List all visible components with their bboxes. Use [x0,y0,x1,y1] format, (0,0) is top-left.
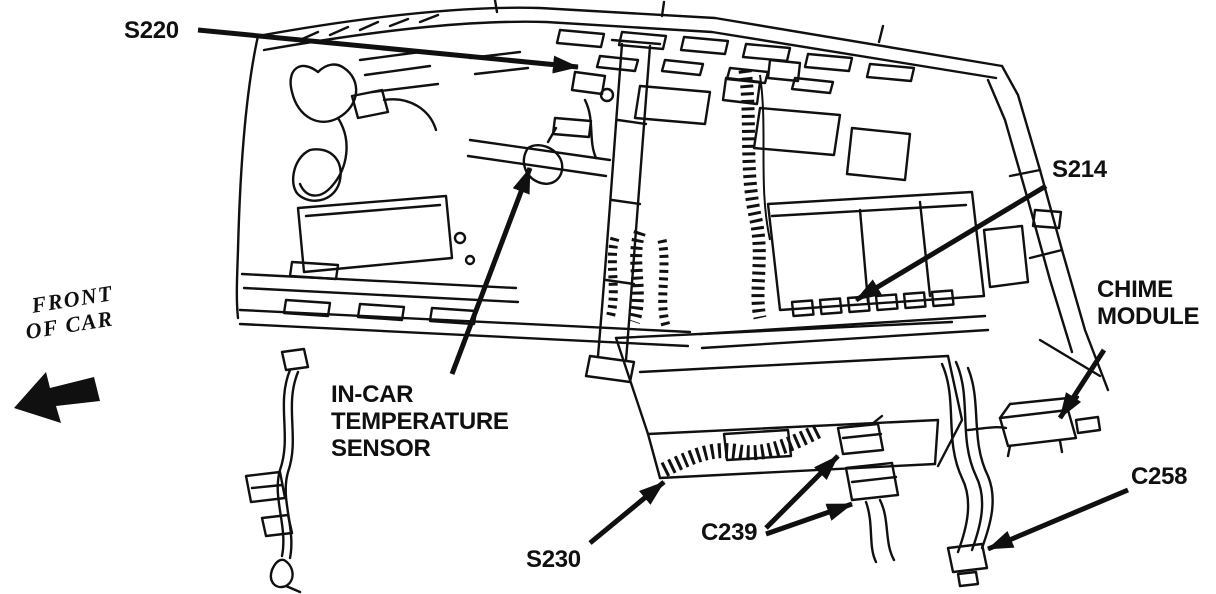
label-c258: C258 [1131,463,1188,490]
left-floating-harness [244,347,310,594]
in-car-temperature-sensor-arrow [449,167,533,375]
chime-module-arrow [1057,348,1107,420]
label-chime-module-line-2: MODULE [1097,303,1200,331]
label-in-car-temperature-sensor: IN-CAR TEMPERATURE SENSOR [331,381,509,462]
c239-connectors [836,414,900,564]
callout-arrows [197,27,1129,552]
s230-arrow [588,480,666,545]
cowl-top-structure [256,0,1004,182]
label-chime-module-line-1: CHIME [1097,276,1173,303]
s220-arrow [197,27,579,74]
c239-arrow-upper [764,454,840,530]
label-s220: S220 [124,17,179,44]
label-in-car-temperature-sensor-line-1: IN-CAR [331,381,414,408]
c258-harness [940,360,1008,588]
label-s230: S230 [526,546,581,573]
label-s214: S214 [1052,156,1107,183]
label-chime-module: CHIME MODULE [1097,276,1200,331]
label-in-car-temperature-sensor-line-3: SENSOR [331,435,431,463]
c239-arrow-lower [765,501,853,537]
s214-arrow [854,183,1048,303]
front-of-car-arrow [14,372,100,423]
right-dash-edge [986,64,1110,392]
chime-module-drawing [998,395,1102,458]
label-in-car-temperature-sensor-line-2: TEMPERATURE [331,408,509,436]
c258-arrow [987,487,1129,552]
label-c239: C239 [701,519,758,546]
hvac-box [766,190,1030,318]
coil-hose [660,423,824,477]
sensor-area-detail [466,50,615,185]
left-dash-structure [235,34,520,320]
harness-bundles [605,58,802,328]
